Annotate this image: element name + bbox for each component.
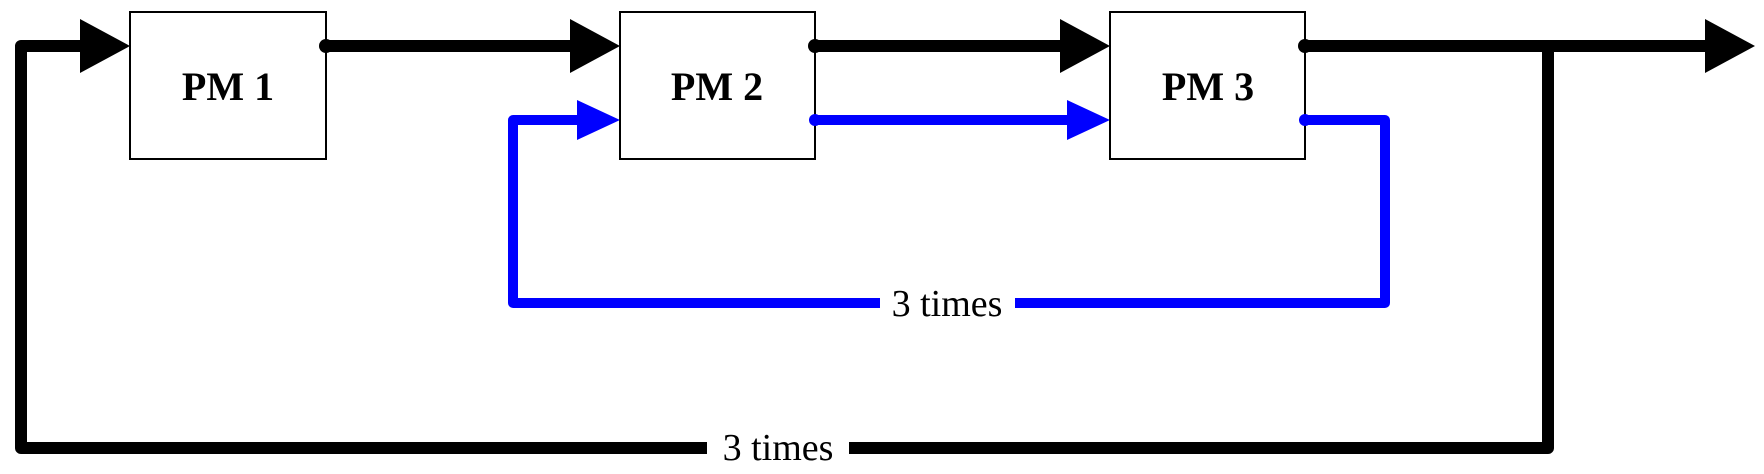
arrow-output-icon xyxy=(1705,19,1755,73)
pm2-output-dot xyxy=(808,39,822,53)
pm3-blue-output-dot xyxy=(1299,114,1311,126)
blue-arrow-into-pm2-icon xyxy=(577,100,620,140)
outer-loop-label: 3 times xyxy=(723,427,834,469)
blue-arrow-into-pm3-icon xyxy=(1067,100,1110,140)
arrow-into-pm3-icon xyxy=(1060,19,1110,73)
main-flow xyxy=(15,40,1716,454)
block-pm1-label: PM 1 xyxy=(182,64,274,109)
block-pm3: PM 3 xyxy=(1109,11,1306,160)
arrow-into-pm2-icon xyxy=(570,19,620,73)
block-pm3-label: PM 3 xyxy=(1162,64,1254,109)
outer-loop-line xyxy=(15,40,1554,454)
block-pm2-label: PM 2 xyxy=(671,64,763,109)
pm2-blue-output-dot xyxy=(809,114,821,126)
block-pm2: PM 2 xyxy=(619,11,816,160)
inner-loop-label: 3 times xyxy=(892,283,1003,325)
pm3-output-dot xyxy=(1298,39,1312,53)
arrow-into-pm1-icon xyxy=(80,19,130,73)
block-pm1: PM 1 xyxy=(129,11,327,160)
pm1-output-dot xyxy=(319,39,333,53)
